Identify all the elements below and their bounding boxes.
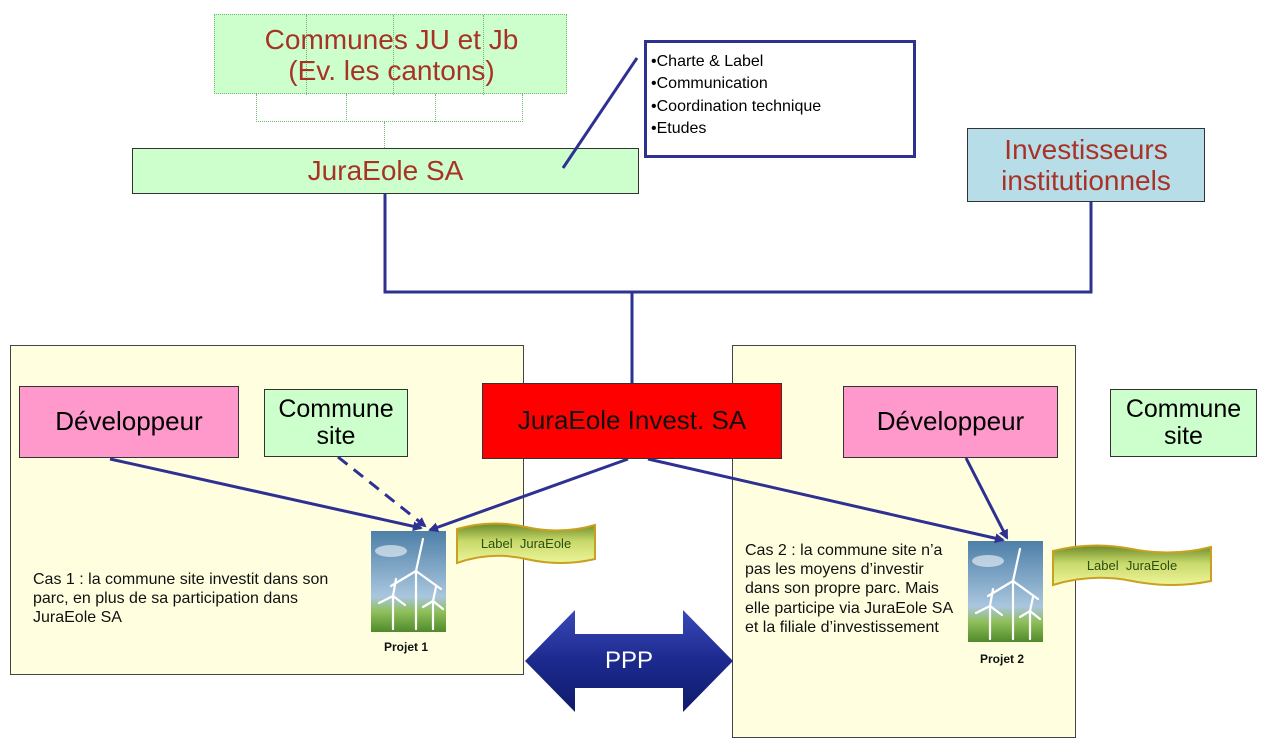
wind-turbine-icon <box>968 541 1043 642</box>
developpeur-label-right: Développeur <box>876 406 1025 437</box>
label-scroll-icon: Label JuraEole <box>1047 543 1217 589</box>
double-arrow-icon: PPP <box>525 610 733 712</box>
developpeur-box-right: Développeur <box>843 386 1058 458</box>
commune-site-box-right: Commune site <box>1110 389 1257 457</box>
communes-subtitle: (Ev. les cantons) <box>288 55 495 86</box>
case1-caption: Cas 1 : la commune site investit dans so… <box>33 571 329 627</box>
callout-list: Charte & Label Communication Coordinatio… <box>651 51 913 141</box>
callout-item: Coordination technique <box>651 96 913 118</box>
commune-site-line2-left: site <box>316 422 356 450</box>
commune-site-box-left: Commune site <box>264 389 408 457</box>
communes-group: Communes JU et Jb (Ev. les cantons) <box>214 14 567 95</box>
investisseurs-line2: institutionnels <box>1001 165 1171 196</box>
callout-box: Charte & Label Communication Coordinatio… <box>644 40 916 158</box>
bus-line <box>383 194 1093 294</box>
callout-item: Communication <box>651 73 913 95</box>
commune-site-line1-right: Commune <box>1125 394 1242 423</box>
label-text-left: Label JuraEole <box>480 535 572 551</box>
commune-site-line1-left: Commune <box>278 394 394 423</box>
communes-connector <box>384 122 385 148</box>
juraeole-invest-label: JuraEole Invest. SA <box>517 405 747 436</box>
callout-item: Charte & Label <box>651 51 913 73</box>
case2-caption: Cas 2 : la commune site n’a pas les moye… <box>745 542 953 636</box>
developpeur-label-left: Développeur <box>55 406 203 437</box>
label-text-right: Label JuraEole <box>1086 557 1178 573</box>
developpeur-box-left: Développeur <box>19 386 239 458</box>
commune-site-line2-right: site <box>1164 422 1203 450</box>
ppp-label: PPP <box>604 646 654 674</box>
project-label-right: Projet 2 <box>980 652 1025 666</box>
label-scroll-icon: Label JuraEole <box>451 521 601 567</box>
investisseurs-line1: Investisseurs <box>1004 133 1168 165</box>
juraeole-sa-box: JuraEole SA <box>132 148 639 194</box>
juraeole-sa-label: JuraEole SA <box>307 155 464 187</box>
communes-bracket <box>256 94 523 122</box>
investisseurs-box: Investisseurs institutionnels <box>967 128 1205 202</box>
project-label-left: Projet 1 <box>384 640 429 654</box>
wind-turbine-icon <box>371 531 446 632</box>
juraeole-invest-box: JuraEole Invest. SA <box>482 383 782 459</box>
callout-item: Etudes <box>651 118 913 140</box>
communes-title: Communes JU et Jb <box>264 23 519 55</box>
